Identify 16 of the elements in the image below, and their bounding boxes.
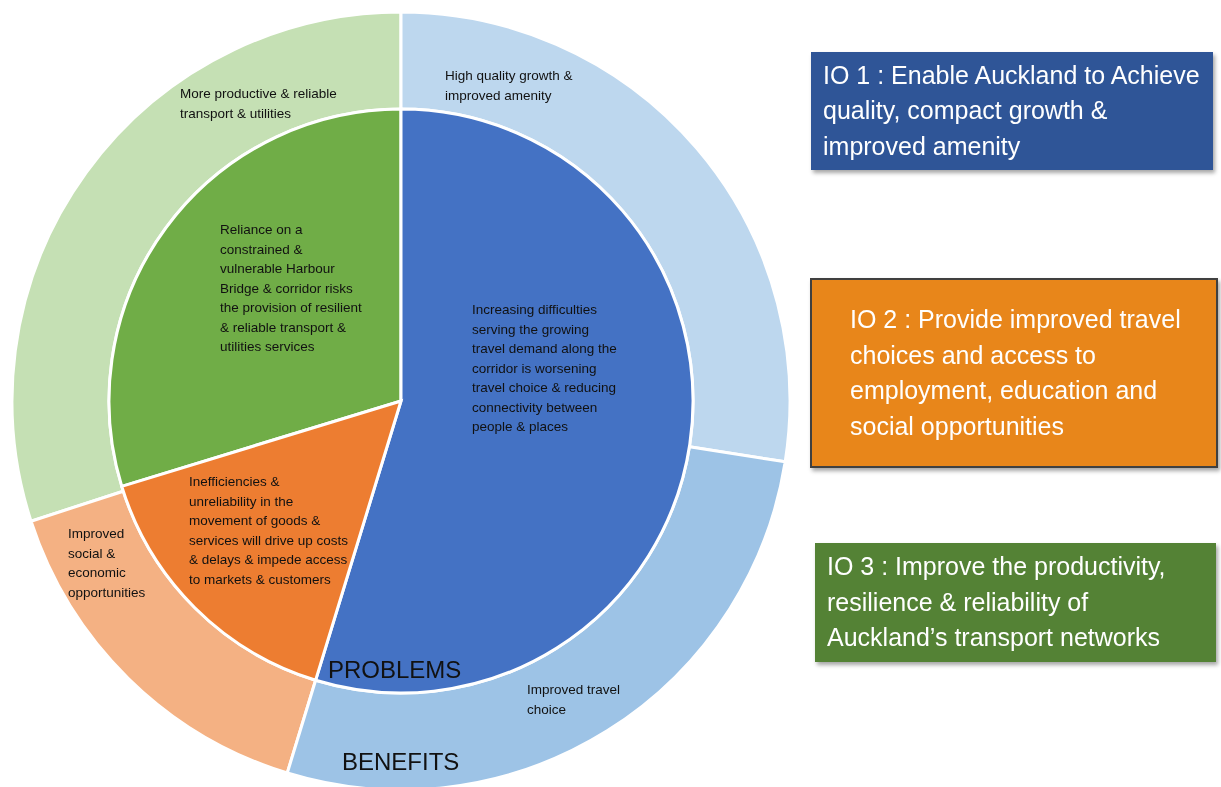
ring-title: BENEFITS [342,748,460,776]
objective-text: IO 1 : Enable Auckland to Achieve quality, compact growth & improved amenity [823,59,1201,162]
objective-text: IO 3 : Improve the productivity, resilience & reliability of Auckland’s transport networks [827,551,1167,654]
problem-pie-slice [107,107,403,488]
segment-text: Reliance on a constrained & vulnerable Harbour Bridge & corridor risks the provision of resilient & reliable transport & utilities services [220,221,362,357]
objective-box [815,543,1216,662]
segment-text: Increasing difficulties serving the growing travel demand along the corridor is worsening travel choice & reducing connectivity between people & places [472,301,618,437]
ring-title: PROBLEMS [328,656,462,684]
segment-text: High quality growth & improved amenity [445,67,574,105]
segment-text: Inefficiencies & unreliability in the movement of goods & services will drive up costs & delays & impede access to markets & customers [189,473,349,589]
segment-text: Improved travel choice [527,681,622,719]
objective-text: IO 2 : Provide improved travel choices and access to employment, education and social opportunities [850,304,1182,442]
segment-text: More productive & reliable transport & utilities [180,85,338,123]
objective-box [811,52,1213,170]
objective-box [810,278,1218,468]
segment-text: Improved social & economic opportunities [68,525,147,602]
